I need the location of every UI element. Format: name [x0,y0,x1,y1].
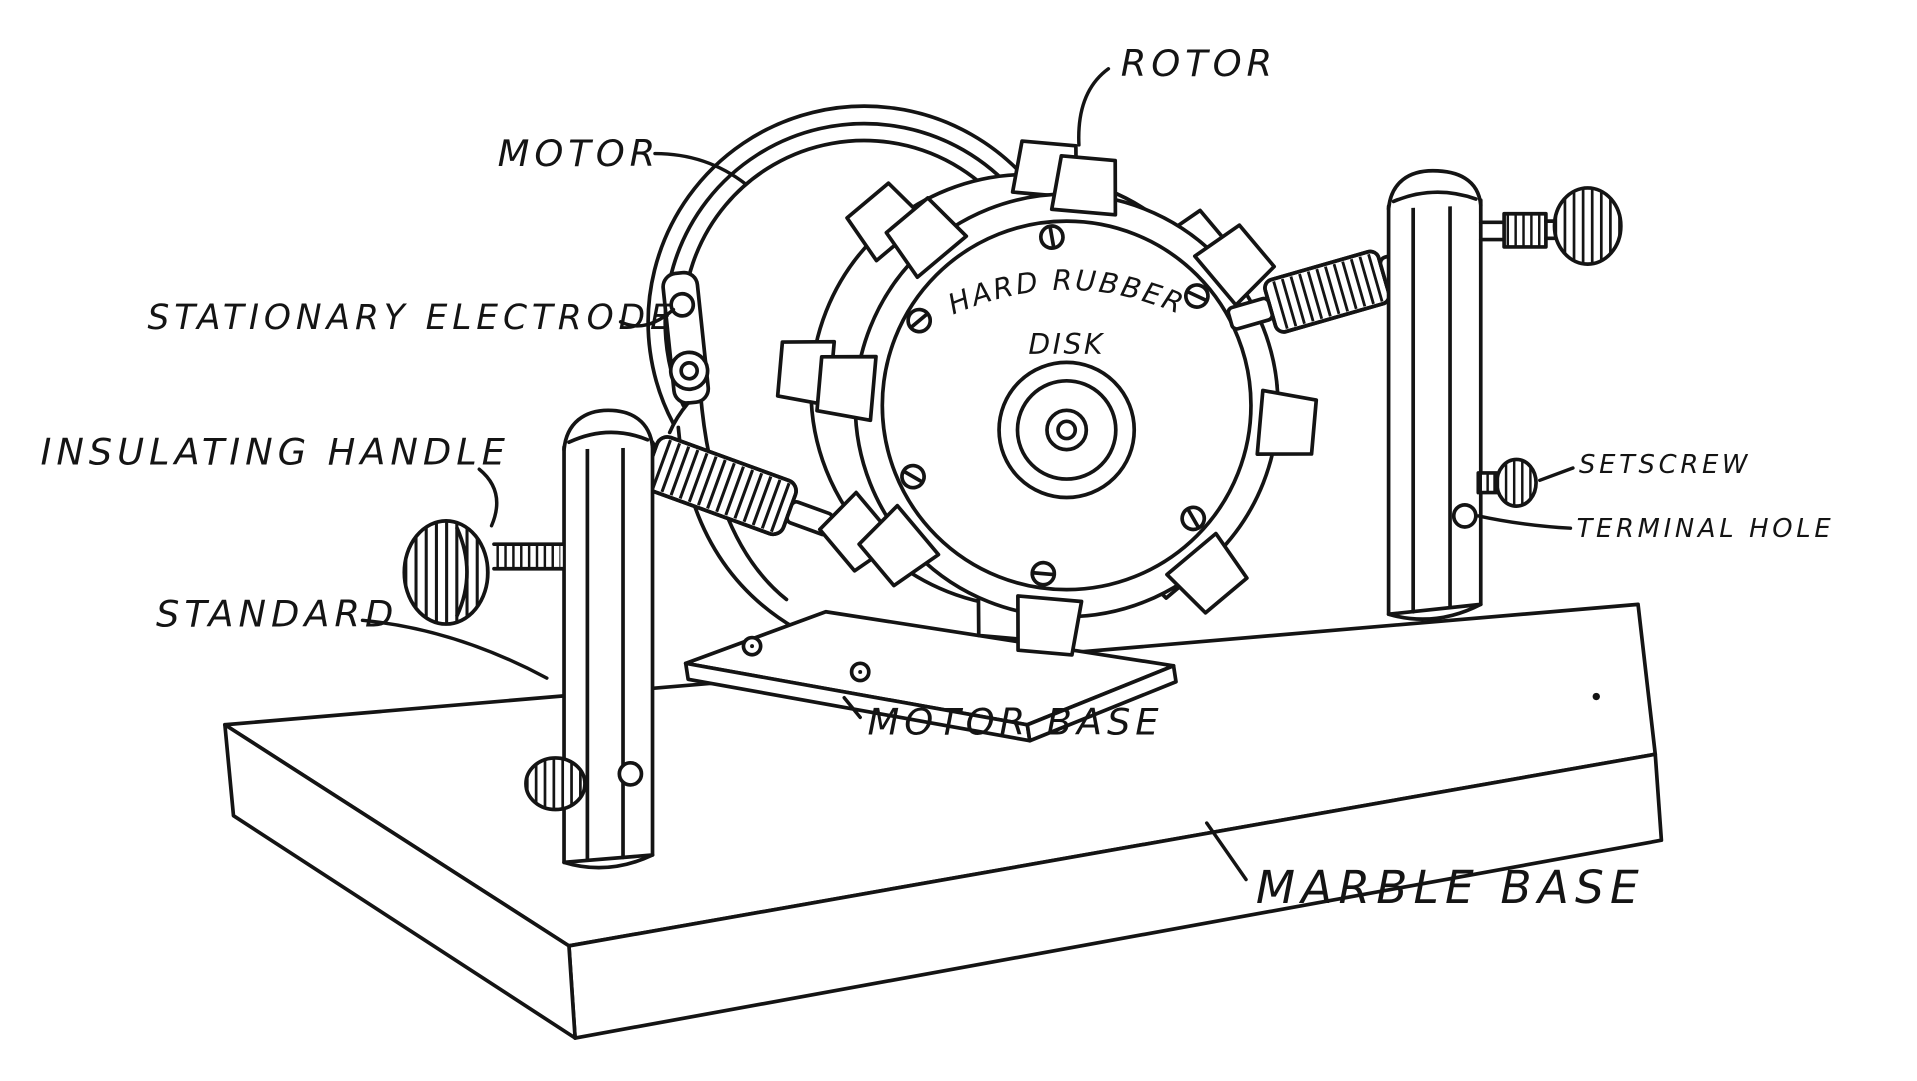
disk-inner-ring [880,219,1253,592]
standard-hole-left [617,760,644,787]
plate-screw [849,661,871,683]
right-standard-cap [1386,168,1483,211]
leader-lines [360,67,1575,882]
disk-hub [997,360,1137,500]
motor-base-plate [683,609,1178,743]
setscrew-knob [1476,457,1538,508]
leader-insulating-handle [477,467,499,528]
label-motor-base: MOTOR BASE [868,701,1164,744]
leader-motor-base [842,696,862,720]
right-standard [1386,168,1483,621]
base-screw-dot [1592,692,1600,701]
stationary-electrode-left [614,270,835,537]
leader-motor [653,151,748,186]
left-standard-cap [562,408,655,452]
leader-stationary-electrode [618,307,676,328]
disk-screws [900,224,1210,587]
leader-terminal-hole [1476,514,1573,530]
rotor-disk: HARD RUBBER DISK [775,139,1319,657]
label-marble-base: MARBLE BASE [1256,861,1645,914]
label-rotor: ROTOR [1121,42,1277,85]
terminal-hole [1451,503,1478,529]
label-terminal-hole: TERMINAL HOLE [1577,514,1835,544]
left-standard [562,408,655,870]
adjustment-knob-right [1478,186,1623,266]
label-motor: MOTOR [498,132,660,175]
leader-standard [360,618,549,680]
label-setscrew: SETSCREW [1579,450,1751,480]
plate-screw [741,635,763,657]
disk-label-line2: DISK [1028,328,1104,361]
insulating-handle-knob [402,519,565,626]
motor-body [646,104,1032,631]
lower-clamp-knob [524,756,587,812]
label-standard: STANDARD [156,592,398,635]
rotor-teeth [815,153,1319,657]
leader-setscrew [1538,466,1575,483]
labels: ROTOR MOTOR STATIONARY ELECTRODE INSULAT… [41,42,1835,914]
label-stationary-electrode: STATIONARY ELECTRODE [147,298,676,338]
label-insulating-handle: INSULATING HANDLE [41,430,510,473]
leader-marble-base [1205,821,1248,882]
leader-rotor [1077,67,1111,147]
